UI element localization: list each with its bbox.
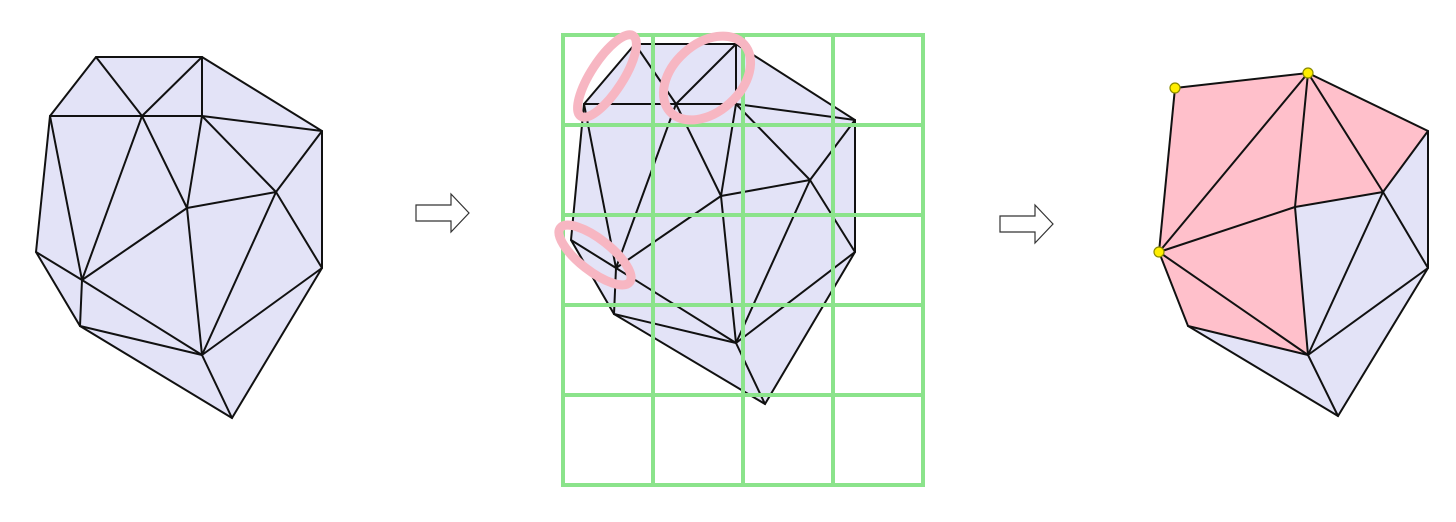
vertex-marker: [1153, 246, 1165, 258]
marked-vertices: [1153, 67, 1314, 258]
highlight-ellipse-3: [554, 220, 636, 290]
panel-selected-region: [1153, 67, 1429, 418]
highlighted-regions: [554, 30, 756, 290]
mesh-region: [36, 57, 322, 418]
panel-input-mesh: [34, 56, 323, 420]
right-arrow-icon: [415, 192, 470, 234]
highlight-ellipse-2: [658, 31, 756, 125]
grid-overlay: [561, 33, 925, 487]
mesh-region: [571, 44, 855, 404]
vertex-marker: [1169, 82, 1181, 94]
panel-mesh-with-grid: [554, 30, 925, 487]
highlight-ellipse-1: [573, 30, 641, 122]
vertex-marker: [1302, 67, 1314, 79]
mesh-edges: [1157, 71, 1429, 418]
right-arrow-icon: [999, 203, 1054, 245]
mesh-edges: [34, 56, 323, 420]
mesh-edges: [569, 43, 856, 406]
